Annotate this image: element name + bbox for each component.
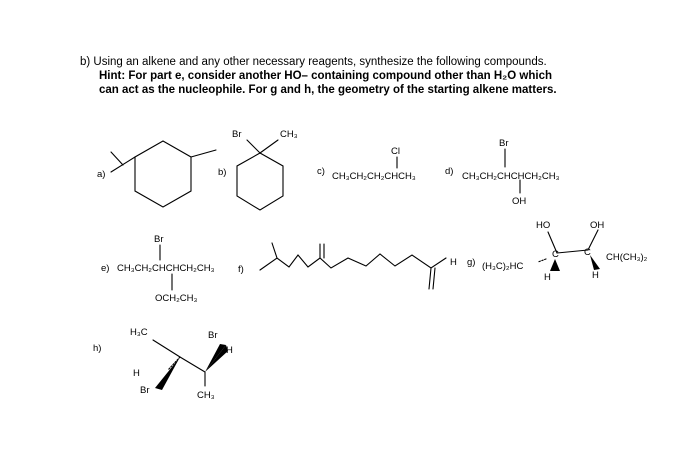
g-right-carbon-label: C — [584, 247, 591, 258]
d-hydroxyl-label: OH — [512, 196, 526, 207]
wedge-h-lower-br — [155, 357, 180, 390]
f-aldehyde-h-label: H — [450, 257, 457, 268]
part-c-label: c) — [317, 166, 325, 177]
h-hydrogen-right-label: H — [226, 345, 233, 356]
hint-line-1: Hint: For part e, consider another HO– c… — [99, 70, 552, 82]
part-e-label: e) — [101, 263, 109, 274]
part-d-label: d) — [445, 166, 453, 177]
question-line-1: b) Using an alkene and any other necessa… — [80, 56, 547, 68]
part-h-label: h) — [93, 343, 101, 354]
b-bromine-label: Br — [232, 129, 242, 140]
structure-b — [236, 139, 284, 211]
h-bromine-lower-label: Br — [140, 385, 150, 396]
part-a-label: a) — [97, 169, 105, 180]
wedge-h-br — [205, 344, 226, 372]
part-b-label: b) — [218, 167, 226, 178]
e-bromine-label: Br — [154, 234, 164, 245]
g-left-group-label: (H₃C)₂HC — [482, 261, 523, 272]
h-methyl-lower-label: CH₃ — [197, 390, 215, 401]
g-hydroxyl-right-label: OH — [590, 220, 604, 231]
e-formula: CH₃CH₂CHCHCH₂CH₃ — [117, 263, 215, 274]
part-g-label: g) — [467, 257, 475, 268]
structure-a — [110, 140, 217, 208]
structure-f — [259, 242, 447, 290]
part-f-label: f) — [238, 264, 244, 275]
g-left-h-label: H — [544, 272, 551, 283]
e-ethoxy-label: OCH₂CH₃ — [155, 293, 198, 304]
wedge-g-left-h — [550, 259, 560, 271]
b-methyl-label: CH₃ — [280, 129, 298, 140]
wedge-g-right-h — [590, 255, 600, 270]
h-hydrogen-left-label: H — [133, 368, 140, 379]
d-formula: CH₃CH₂CHCHCH₂CH₃ — [462, 171, 560, 182]
structure-h — [152, 339, 206, 387]
g-left-carbon-label: C — [552, 249, 559, 260]
wedge-h-h — [205, 345, 228, 372]
h-bromine-upper-label: Br — [208, 330, 218, 341]
g-hydroxyl-left-label: HO — [536, 220, 550, 231]
g-right-h-label: H — [592, 270, 599, 281]
g-right-group-label: CH(CH₃)₂ — [606, 252, 648, 263]
c-formula: CH₃CH₂CH₂CHCH₃ — [332, 171, 416, 182]
c-chlorine-label: Cl — [391, 146, 400, 157]
h-methyl-label: H₃C — [130, 327, 148, 338]
structure-g — [537, 229, 599, 263]
hint-line-2: can act as the nucleophile. For g and h,… — [99, 84, 557, 96]
d-bromine-label: Br — [499, 138, 509, 149]
